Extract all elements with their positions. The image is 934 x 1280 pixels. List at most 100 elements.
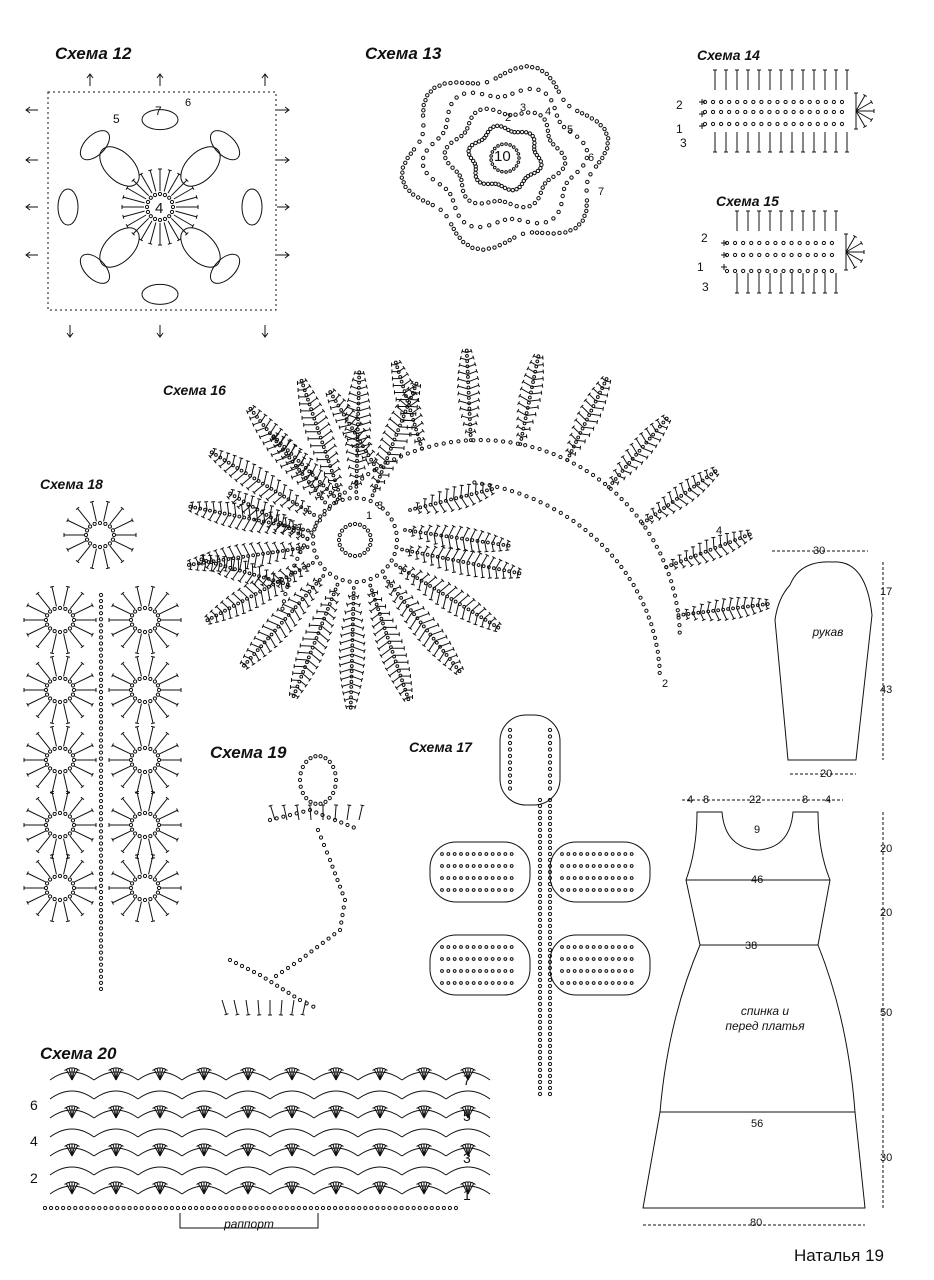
- double-crochet: [583, 398, 594, 408]
- chain-stitch: [503, 876, 508, 880]
- scheme-15-title: Схема 15: [716, 193, 779, 209]
- chain-stitch: [278, 1205, 283, 1211]
- chain-stitch: [459, 80, 465, 85]
- chain-stitch: [52, 833, 57, 839]
- chain-stitch: [410, 549, 415, 554]
- double-crochet: [303, 597, 311, 608]
- double-crochet: [381, 618, 394, 623]
- double-crochet: [430, 628, 444, 636]
- double-crochet: [35, 898, 51, 917]
- chain-stitch: [471, 876, 476, 880]
- double-crochet: [148, 633, 156, 655]
- double-crochet: [410, 380, 416, 387]
- chain-stitch: [518, 88, 523, 93]
- double-crochet: [188, 564, 193, 571]
- chain-stitch: [152, 814, 157, 819]
- chain-stitch: [372, 488, 377, 493]
- double-crochet: [398, 689, 406, 696]
- double-crochet: [579, 432, 591, 438]
- double-crochet: [692, 613, 698, 621]
- chain-stitch: [781, 268, 786, 274]
- chain-stitch: [341, 412, 346, 417]
- chain-stitch: [283, 591, 288, 597]
- chain-stitch: [351, 825, 356, 830]
- s20-repeat-label: раппорт: [224, 1217, 274, 1231]
- double-crochet: [266, 618, 280, 627]
- chain-stitch: [339, 1205, 344, 1211]
- double-crochet: [236, 558, 241, 571]
- chain-stitch: [411, 1205, 416, 1211]
- chain-stitch: [664, 416, 669, 421]
- double-crochet: [148, 773, 156, 795]
- chain-stitch: [677, 622, 682, 628]
- chain-stitch: [70, 683, 76, 688]
- chain-stitch: [509, 957, 514, 961]
- chain-stitch: [502, 240, 508, 245]
- petal-outline: [429, 934, 531, 996]
- double-crochet: [154, 1105, 161, 1119]
- double-crochet: [154, 630, 170, 649]
- chain-stitch: [255, 648, 260, 653]
- double-crochet: [391, 410, 403, 421]
- double-crochet: [393, 653, 407, 658]
- chain-stitch: [557, 230, 562, 236]
- chain-stitch: [530, 445, 535, 450]
- s12-label: 5: [113, 112, 120, 126]
- chain-stitch: [442, 81, 447, 86]
- chain-stitch: [414, 381, 419, 386]
- chain-stitch: [318, 754, 323, 759]
- double-crochet: [159, 830, 179, 842]
- chain-stitch: [560, 166, 566, 171]
- sleeve-top-width: 30: [813, 545, 826, 557]
- chain-stitch: [504, 170, 508, 174]
- double-crochet: [255, 427, 266, 434]
- double-crochet: [264, 569, 269, 579]
- chain-stitch: [248, 1205, 253, 1211]
- double-crochet: [411, 531, 416, 537]
- chain-stitch: [157, 217, 163, 223]
- chain-stitch: [317, 518, 323, 523]
- double-crochet: [425, 622, 440, 630]
- chain-stitch: [561, 124, 567, 130]
- chain-stitch: [465, 864, 470, 868]
- chain-stitch: [340, 497, 345, 502]
- double-crochet: [801, 210, 805, 231]
- chain-stitch: [418, 441, 423, 446]
- chain-stitch: [478, 864, 482, 868]
- chain-stitch: [468, 433, 473, 437]
- chain-stitch: [585, 179, 590, 185]
- arch-row: [313, 1090, 359, 1100]
- chain-stitch: [654, 544, 659, 549]
- double-crochet: [305, 429, 319, 434]
- chain-stitch: [454, 231, 459, 236]
- double-crochet: [395, 600, 404, 611]
- chain-stitch: [484, 888, 489, 892]
- chain-stitch: [674, 561, 678, 566]
- chain-stitch: [370, 493, 375, 498]
- double-crochet: [154, 1181, 161, 1195]
- chain-stitch: [543, 91, 549, 96]
- chain-stitch: [98, 641, 104, 646]
- double-crochet: [161, 688, 182, 692]
- double-crochet: [298, 603, 307, 615]
- chain-stitch: [490, 864, 495, 868]
- chain-stitch: [552, 507, 557, 512]
- double-crochet: [375, 452, 387, 462]
- chain-stitch: [341, 905, 346, 910]
- chain-stitch: [98, 629, 104, 634]
- chain-stitch: [517, 156, 521, 160]
- chain-stitch: [148, 698, 153, 704]
- double-crochet: [154, 796, 170, 815]
- double-crochet: [139, 220, 153, 242]
- chain-stitch: [566, 981, 571, 985]
- direction-arrow: [261, 325, 269, 338]
- double-crochet: [435, 634, 448, 642]
- chain-stitch: [170, 204, 176, 210]
- chain-stitch: [133, 609, 138, 614]
- chain-stitch: [473, 140, 478, 146]
- chain-stitch: [137, 811, 142, 817]
- chain-stitch: [534, 230, 540, 235]
- chain-stitch: [297, 997, 303, 1003]
- chain-stitch: [491, 124, 496, 129]
- chain-stitch: [619, 496, 624, 502]
